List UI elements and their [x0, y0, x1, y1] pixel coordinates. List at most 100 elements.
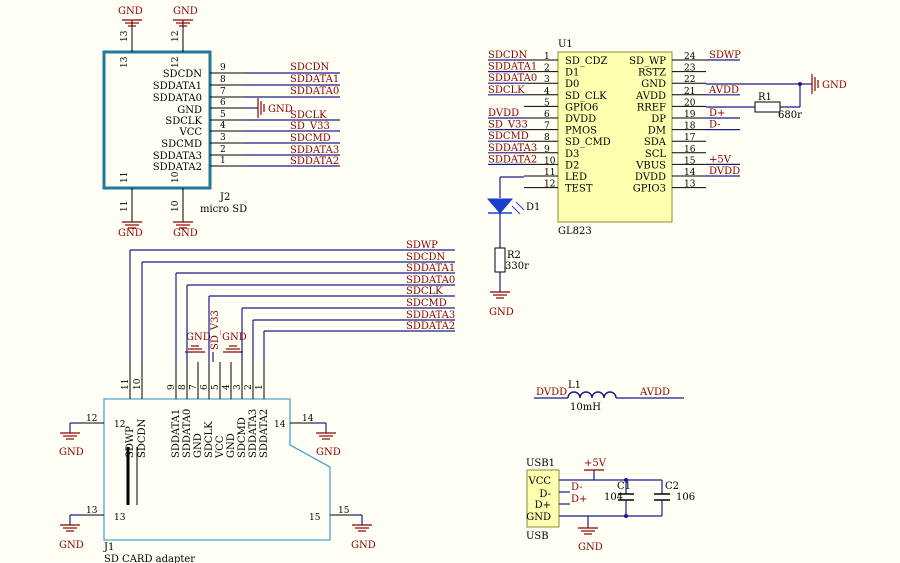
svg-text:GND: GND [489, 307, 514, 318]
svg-text:AVDD: AVDD [708, 85, 739, 96]
svg-text:GND: GND [822, 80, 847, 91]
svg-text:SDDATA3: SDDATA3 [488, 143, 537, 154]
svg-text:5: 5 [211, 384, 221, 390]
j2-pin: SDCLK 5 SDCLK [165, 110, 340, 127]
svg-text:8: 8 [178, 384, 188, 390]
svg-text:SDCLK: SDCLK [290, 110, 327, 121]
svg-text:D2: D2 [565, 160, 579, 171]
svg-text:23: 23 [684, 64, 696, 74]
svg-text:RSTZ: RSTZ [638, 68, 666, 79]
svg-text:SDA: SDA [644, 137, 667, 148]
svg-text:GPIO6: GPIO6 [565, 102, 598, 113]
u1-pin: 23 RSTZ [638, 64, 706, 79]
svg-text:13: 13 [120, 30, 130, 42]
svg-text:13: 13 [86, 506, 98, 516]
svg-text:7: 7 [544, 122, 550, 132]
gnd-symbol: GND [118, 221, 143, 239]
svg-text:DM: DM [648, 126, 666, 137]
svg-text:3: 3 [544, 75, 550, 85]
svg-text:GND: GND [173, 6, 198, 17]
svg-text:LED: LED [565, 172, 587, 183]
r1-resistor [754, 101, 781, 113]
svg-text:9: 9 [220, 63, 226, 73]
r2-resistor [494, 247, 506, 273]
svg-text:SDDATA3: SDDATA3 [406, 310, 455, 321]
svg-text:1: 1 [220, 156, 226, 166]
svg-text:SDDATA1: SDDATA1 [406, 263, 455, 274]
svg-text:AVDD: AVDD [639, 387, 670, 398]
svg-text:7: 7 [220, 87, 226, 97]
svg-text:9: 9 [167, 384, 177, 390]
svg-text:GND: GND [578, 542, 603, 553]
gnd-symbol: GND [173, 6, 198, 27]
svg-text:SDDATA2: SDDATA2 [488, 154, 537, 165]
svg-text:SDCMD: SDCMD [290, 133, 331, 144]
svg-text:GND: GND [316, 447, 341, 458]
svg-text:5: 5 [220, 110, 226, 120]
j1-bus-net: SDCDN [141, 252, 455, 362]
svg-text:SDWP: SDWP [709, 50, 741, 61]
j1-bus-net: SDCMD [241, 298, 455, 362]
d1-led-r2: D1 R2 330r GND [486, 176, 540, 318]
svg-text:DVDD: DVDD [536, 387, 567, 398]
svg-text:GND: GND [641, 79, 666, 90]
svg-text:4: 4 [544, 87, 550, 97]
svg-text:8: 8 [220, 75, 226, 85]
svg-text:SD_V33: SD_V33 [290, 121, 330, 132]
svg-text:3: 3 [233, 384, 243, 390]
svg-text:SDDATA2: SDDATA2 [290, 156, 339, 167]
svg-text:GND: GND [177, 105, 202, 116]
svg-text:L1: L1 [568, 380, 581, 391]
svg-text:GND: GND [173, 228, 198, 239]
svg-text:D0: D0 [565, 79, 579, 90]
svg-text:C2: C2 [665, 481, 679, 492]
svg-text:21: 21 [684, 87, 695, 97]
svg-text:J1: J1 [103, 542, 114, 553]
gnd-symbol: GND [118, 6, 143, 27]
svg-text:SDDATA1: SDDATA1 [488, 62, 537, 73]
u1-right-pins: 24SD_WPSDWP23RSTZ22GND21AVDDAVDD20RREF19… [629, 50, 741, 195]
j1-bus-net: SDDATA3 [252, 310, 455, 362]
svg-text:VCC: VCC [178, 127, 202, 138]
svg-text:330r: 330r [505, 261, 529, 272]
svg-text:SDWP: SDWP [125, 426, 136, 458]
svg-text:4: 4 [222, 384, 232, 390]
svg-text:SDCMD: SDCMD [161, 139, 202, 150]
svg-text:D+: D+ [571, 494, 587, 505]
svg-text:DVDD: DVDD [709, 166, 740, 177]
j2-pin: VCC 4 SD_V33 [178, 121, 340, 138]
j2-designator: J2 [219, 192, 230, 203]
svg-text:11: 11 [120, 172, 130, 183]
svg-text:SDDATA2: SDDATA2 [406, 321, 455, 332]
svg-text:SD_V33: SD_V33 [210, 310, 221, 350]
svg-text:GND: GND [222, 332, 247, 343]
svg-text:3: 3 [220, 133, 226, 143]
svg-text:SDCMD: SDCMD [406, 298, 447, 309]
svg-text:SDDATA0: SDDATA0 [153, 93, 202, 104]
usb1-connector: USB1 USB VCC D- D+ GND +5V D- D+ GND C1 … [526, 458, 695, 553]
svg-text:13: 13 [684, 180, 696, 190]
svg-text:GND: GND [526, 512, 551, 523]
svg-text:SDCDN: SDCDN [137, 418, 148, 458]
svg-text:GND: GND [351, 540, 376, 551]
u1-body [557, 51, 673, 223]
svg-text:SDDATA1: SDDATA1 [153, 81, 202, 92]
usb1-body [526, 469, 560, 528]
svg-text:16: 16 [684, 145, 696, 155]
svg-text:17: 17 [684, 133, 696, 143]
svg-text:6: 6 [544, 110, 550, 120]
svg-text:7: 7 [189, 384, 199, 390]
